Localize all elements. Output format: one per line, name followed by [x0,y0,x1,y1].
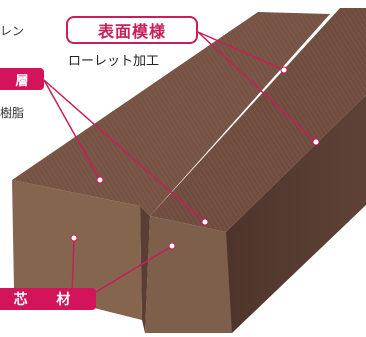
board-right-end [145,216,232,333]
layer-sub-text: 樹脂 [0,106,25,120]
callout-dots [70,66,320,250]
surface-callout-title: 表面模様 [66,16,198,44]
board-right [145,8,366,333]
board-right-side [222,95,366,333]
layer-tag: 層 [0,68,44,90]
board-right-top [150,8,366,232]
callout-lines [43,31,317,297]
board-left-side [140,206,150,333]
board-left-end [12,180,142,320]
core-material-tag: 芯 材 [0,288,96,310]
left-top-text: レン [0,24,25,38]
surface-callout-subtitle: ローレット加工 [68,54,160,69]
